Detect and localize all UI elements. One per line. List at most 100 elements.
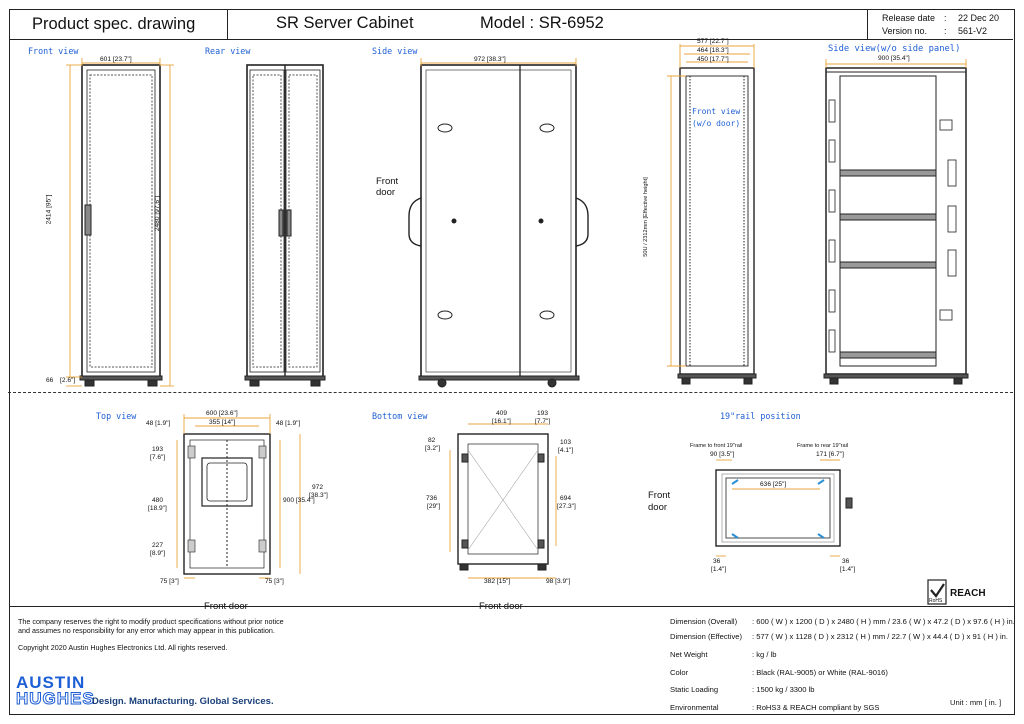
- view-separator: [8, 392, 1013, 393]
- side-view-drawing: [408, 64, 589, 388]
- dim-top-972: 972: [312, 484, 324, 491]
- dim-top-75-left: 75 [3"]: [160, 578, 179, 585]
- title-area: SR Server Cabinet Model : SR-6952: [228, 10, 868, 39]
- dim-front-base: 66: [46, 377, 54, 384]
- dim-bot-82: 82: [428, 437, 436, 444]
- rail-36-right-in: [1.4"]: [840, 566, 856, 573]
- dim-side-depth: 972 [38.3"]: [474, 56, 506, 63]
- drawing-sheet: Product spec. drawing SR Server Cabinet …: [9, 9, 1015, 715]
- model-number: Model : SR-6952: [480, 14, 604, 32]
- logo-hughes: HUGHES: [16, 689, 95, 708]
- side-view-wo-panel-drawing: [823, 67, 969, 385]
- dim-bot-193: 193: [537, 410, 549, 417]
- dim-front-width: 601 [23.7"]: [100, 56, 132, 63]
- doc-type: Product spec. drawing: [10, 10, 228, 39]
- rail-front-value: 90 [3.5"]: [710, 451, 735, 458]
- dim-bot-82-in: [3.2"]: [425, 445, 441, 452]
- dim-bot-382: 382 [15"]: [484, 578, 511, 585]
- dim-bot-193-in: [7.7"]: [535, 418, 551, 425]
- dim-bot-694-in: [27.3"]: [557, 503, 576, 510]
- dim-fw-450: 450 [17.7"]: [697, 56, 729, 63]
- dim-front-base-in: [2.6"]: [60, 377, 76, 384]
- dim-top-width: 600 [23.6"]: [206, 410, 238, 417]
- rohs-text: RoHS: [929, 598, 943, 604]
- dim-top-227: 227: [152, 542, 164, 549]
- tagline: Design. Manufacturing. Global Services.: [92, 696, 274, 707]
- version-colon: :: [944, 26, 947, 36]
- side-view-dimensions: [420, 58, 577, 66]
- copyright: Copyright 2020 Austin Hughes Electronics…: [18, 643, 228, 652]
- spec-weight-value: : kg / lb: [752, 650, 777, 659]
- spec-effective-label: Dimension (Effective): [670, 632, 743, 641]
- disclaimer: The company reserves the right to modify…: [18, 617, 284, 635]
- reach-badge-icon: [927, 579, 947, 605]
- dim-top-900: 900 [35.4"]: [283, 497, 315, 504]
- front-view-label: Front view: [28, 46, 79, 56]
- dim-fw-577: 577 [22.7"]: [697, 38, 729, 45]
- spec-overall-label: Dimension (Overall): [670, 617, 738, 626]
- dim-bot-694: 694: [560, 495, 572, 502]
- spec-env-label: Environmental: [670, 703, 719, 712]
- rail-36-right: 36: [842, 558, 850, 565]
- dim-swp-width: 900 [35.4"]: [878, 55, 910, 62]
- version-value: 561-V2: [958, 26, 988, 36]
- side-view-label: Side view: [372, 46, 418, 56]
- rail-position-drawing: [715, 469, 853, 547]
- dim-top-355: 355 [14"]: [209, 419, 236, 426]
- release-value: 22 Dec 20: [958, 13, 1000, 23]
- release-info: Release date : 22 Dec 20 Version no. : 5…: [868, 10, 1013, 39]
- dim-front-h1: 2414 [95"]: [45, 194, 53, 225]
- spec-loading-label: Static Loading: [670, 685, 719, 694]
- dim-bot-98: 98 [3.9"]: [546, 578, 571, 585]
- title-block: Product spec. drawing SR Server Cabinet …: [10, 10, 1013, 40]
- unit-note: Unit : mm [ in. ]: [950, 698, 1002, 707]
- side-view-wo-panel-label: Side view(w/o side panel): [828, 44, 961, 54]
- logo-austin: AUSTIN: [16, 673, 86, 692]
- dim-top-48-right: 48 [1.9"]: [276, 420, 301, 427]
- rail-636: 636 [25"]: [760, 481, 787, 488]
- rail-rear-label: Frame to rear 19"rail: [797, 443, 849, 449]
- dim-top-227-in: [8.9"]: [150, 550, 166, 557]
- footer: [9, 606, 1015, 607]
- dim-fw-effective-height: 50U / 2312mm [Effective height]: [642, 177, 649, 257]
- spec-effective-value: : 577 ( W ) x 1128 ( D ) x 2312 ( H ) mm…: [752, 632, 1008, 641]
- version-label: Version no.: [882, 26, 928, 36]
- bottom-view-drawing: [457, 433, 549, 571]
- dim-front-h2: 2480 [97.6"]: [154, 195, 162, 232]
- release-colon: :: [944, 13, 947, 23]
- dim-top-75-right: 75 [3"]: [265, 578, 284, 585]
- bottom-view-dimensions: [449, 423, 557, 579]
- spec-loading-value: : 1500 kg / 3300 lb: [752, 685, 815, 694]
- side-view-wo-panel-dimensions: [825, 59, 967, 68]
- rear-view-label: Rear view: [205, 46, 251, 56]
- rail-front-label: Frame to front 19"rail: [690, 443, 743, 449]
- rear-view-drawing: [244, 64, 326, 387]
- product-name: SR Server Cabinet: [276, 14, 414, 32]
- dim-bot-409-in: [16.1"]: [492, 418, 511, 425]
- dim-bot-736-in: [29"]: [427, 503, 441, 510]
- release-label: Release date: [882, 13, 936, 23]
- rail-36-left: 36: [713, 558, 721, 565]
- top-view-dimensions: [176, 414, 301, 579]
- top-view-label: Top view: [96, 411, 137, 421]
- top-view-drawing: [183, 433, 271, 575]
- front-view-drawing: [79, 64, 163, 387]
- spec-color-value: : Black (RAL-9005) or White (RAL-9016): [752, 668, 888, 677]
- front-view-wo-door-drawing: [677, 67, 757, 385]
- side-front-door-note: Front door: [376, 176, 399, 198]
- dim-top-193: 193: [152, 446, 164, 453]
- bottom-view-label: Bottom view: [372, 411, 428, 421]
- dim-top-193-in: [7.6"]: [150, 454, 166, 461]
- front-view-wo-door-label: Front view (w/o door): [692, 107, 741, 128]
- rail-position-label: 19"rail position: [720, 411, 801, 421]
- spec-overall-value: : 600 ( W ) x 1200 ( D ) x 2480 ( H ) mm…: [752, 617, 1015, 626]
- dim-bot-103: 103: [560, 439, 572, 446]
- rail-rear-value: 171 [6.7"]: [816, 451, 845, 458]
- rail-position-dimensions: [716, 459, 840, 557]
- rail-36-left-in: [1.4"]: [711, 566, 727, 573]
- dim-bot-409: 409: [496, 410, 508, 417]
- dim-bot-103-in: [4.1"]: [558, 447, 574, 454]
- spec-weight-label: Net Weight: [670, 650, 708, 659]
- front-view-wo-door-dimensions: [667, 44, 755, 367]
